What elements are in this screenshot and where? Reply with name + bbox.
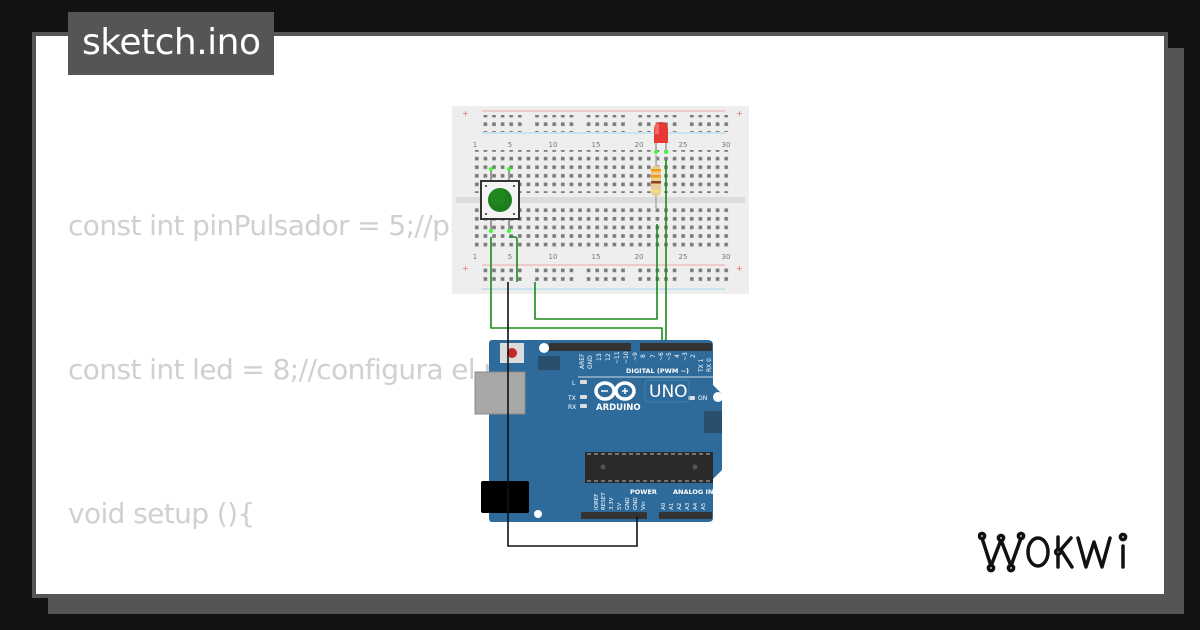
led[interactable] [654,122,668,154]
svg-text:20: 20 [635,253,644,261]
svg-text:10: 10 [549,141,558,149]
svg-text:+: + [736,264,743,273]
svg-text:AREF: AREF [579,353,586,369]
svg-text:20: 20 [635,141,644,149]
svg-text:WOKWi: WOKWi [978,530,982,531]
svg-text:TX 1: TX 1 [698,358,705,373]
arduino-logo-icon [594,381,636,401]
analog-header-label: ANALOG IN [673,488,713,496]
svg-text:Vin: Vin [641,501,647,510]
svg-text:1: 1 [473,253,477,261]
svg-text:~10: ~10 [623,351,630,364]
wire-ground [507,282,638,547]
digital-pin-labels: AREF GND 13 12 ~11 ~10 ~9 8 7 ~6 ~5 4 ~3… [579,351,713,373]
svg-text:13: 13 [596,353,603,361]
svg-text:5V: 5V [617,503,623,510]
svg-text:A4: A4 [693,502,699,510]
wire-button-to-rail [509,236,518,282]
pushbutton[interactable] [480,167,520,233]
svg-text:25: 25 [679,141,688,149]
board-brand-label: ARDUINO [596,403,641,413]
svg-text:RX: RX [568,404,576,411]
svg-text:7: 7 [650,354,657,358]
svg-text:RESET: RESET [601,492,607,510]
digital-header-label: DIGITAL (PWM ~) [626,367,689,375]
svg-text:A2: A2 [677,503,683,510]
wire-rail-to-resistor [534,224,658,320]
code-line: void setup (){ [68,497,255,530]
svg-text:5: 5 [508,141,512,149]
svg-text:15: 15 [592,141,601,149]
svg-text:10: 10 [549,253,558,261]
svg-text:15: 15 [592,253,601,261]
column-labels-top: 1 5 10 15 20 25 30 [473,141,731,149]
resistor[interactable] [651,155,661,208]
svg-text:+: + [736,109,743,118]
arduino-uno-board[interactable]: DIGITAL (PWM ~) AREF GND 13 12 ~11 ~10 ~… [474,340,723,522]
svg-text:12: 12 [605,353,612,361]
svg-text:RX 0: RX 0 [706,358,713,372]
svg-text:A0: A0 [661,502,667,510]
svg-text:1: 1 [473,141,477,149]
svg-text:GND: GND [625,497,631,510]
svg-text:25: 25 [679,253,688,261]
svg-text:ON: ON [698,395,707,402]
analog-pin-labels: A0 A1 A2 A3 A4 A5 [661,502,707,510]
svg-text:~9: ~9 [632,352,639,361]
svg-text:~5: ~5 [666,352,673,361]
svg-text:8: 8 [640,354,647,358]
svg-text:A5: A5 [701,502,707,510]
svg-text:2: 2 [690,354,697,358]
power-header-label: POWER [630,488,657,496]
svg-text:A3: A3 [685,502,691,510]
wokwi-logo: WOKWi [978,530,1128,573]
column-labels-bottom: 1 5 10 15 20 25 30 [473,253,731,261]
svg-text:A1: A1 [669,503,675,510]
file-title-tab: sketch.ino [68,12,275,75]
svg-text:4: 4 [674,354,681,358]
rail-plus-label: + [462,109,469,118]
onboard-leds: L TX RX ON [567,380,707,411]
svg-text:TX: TX [567,395,576,402]
svg-text:30: 30 [722,253,731,261]
svg-text:30: 30 [722,141,731,149]
svg-text:3.3V: 3.3V [609,497,615,510]
svg-text:IOREF: IOREF [594,494,600,510]
svg-text:L: L [572,380,576,387]
svg-text:GND: GND [587,355,594,369]
svg-text:5: 5 [508,253,512,261]
svg-text:~6: ~6 [658,352,665,361]
svg-text:~3: ~3 [682,352,689,361]
power-pin-labels: IOREF RESET 3.3V 5V GND GND Vin [594,492,647,510]
board-model-label: UNO [649,382,688,402]
svg-text:GND: GND [633,497,639,510]
svg-text:~11: ~11 [614,351,621,364]
svg-text:+: + [462,264,469,273]
